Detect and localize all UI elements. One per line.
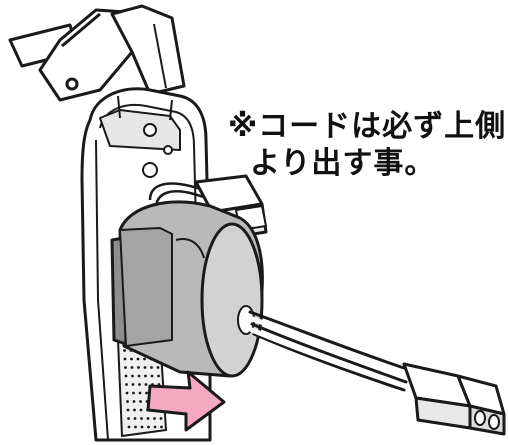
annotation-line-1: ※コードは必ず上側 — [228, 109, 507, 144]
cable-bundle — [247, 310, 412, 392]
lower-connector — [402, 362, 506, 436]
arrow-right-icon — [146, 370, 226, 432]
top-hinge — [8, 4, 186, 102]
motor-unit — [110, 200, 264, 378]
upper-wires — [148, 182, 208, 207]
annotation-line-2: より出す事。 — [250, 146, 436, 181]
